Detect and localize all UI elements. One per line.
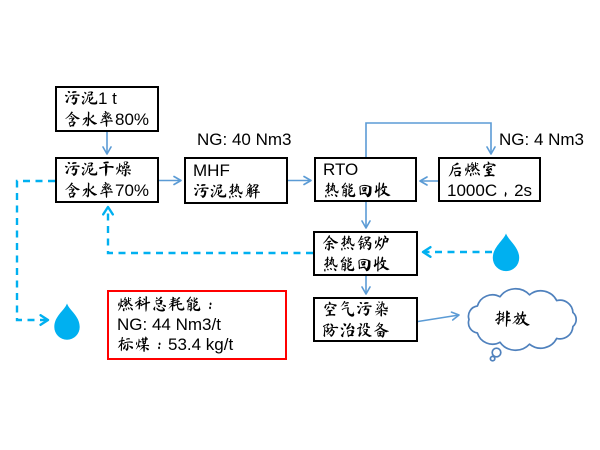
box-rto-line1: RTO: [323, 159, 359, 179]
box-mhf-pyrolysis-line1: MHF: [193, 160, 230, 180]
box-sludge-input: 污泥1 t 含水率80%: [55, 86, 159, 132]
cloud-tail-bubble-large: [491, 347, 502, 358]
fuel-summary-ng: NG: 44 Nm3/t: [117, 315, 221, 334]
box-air-pollution-control: 空气污染 防治设备: [313, 297, 418, 342]
box-afterburner-line2: 1000C，2s: [447, 180, 533, 200]
box-waste-heat-boiler-line1: 余热锅炉: [322, 233, 390, 253]
fuel-summary-coal: 标煤：53.4 kg/t: [117, 335, 234, 354]
dashed-drying-to-water: [15, 179, 55, 326]
box-rto: RTO 热能回收: [314, 157, 417, 202]
box-afterburner-line1: 后燃室: [447, 159, 498, 179]
box-sludge-drying-line2: 含水率70%: [64, 181, 150, 200]
cloud-tail-bubble-small: [489, 355, 496, 362]
ng-label-mhf: NG: 40 Nm3: [197, 130, 292, 149]
box-waste-heat-boiler-line2: 热能回收: [322, 254, 390, 274]
emission-cloud-label: 排放: [494, 309, 530, 329]
box-rto-line2: 热能回收: [323, 180, 391, 200]
box-sludge-drying: 污泥干燥 含水率70%: [55, 157, 159, 203]
dashed-boiler-to-drying: [102, 205, 313, 255]
connector-apc-to-emission: [417, 311, 460, 323]
box-waste-heat-boiler: 余热锅炉 热能回收: [313, 231, 418, 276]
emission-cloud: [467, 287, 577, 362]
box-sludge-drying-line1: 污泥干燥: [64, 160, 132, 179]
connector-rto-to-afterburner: [365, 122, 496, 157]
fuel-summary-title: 燃料总耗能：: [117, 295, 219, 314]
box-mhf-pyrolysis: MHF 污泥热解: [184, 157, 288, 204]
ng-label-afterburner: NG: 4 Nm3: [499, 130, 585, 149]
box-afterburner: 后燃室 1000C，2s: [438, 157, 541, 202]
box-sludge-input-line1: 污泥1 t: [64, 89, 117, 108]
water-drop-left-icon: [54, 303, 80, 340]
fuel-summary-box: 燃料总耗能： NG: 44 Nm3/t 标煤：53.4 kg/t: [107, 290, 287, 360]
box-air-pollution-control-line1: 空气污染: [322, 299, 390, 319]
box-mhf-pyrolysis-line2: 污泥热解: [193, 181, 261, 201]
box-air-pollution-control-line2: 防治设备: [322, 320, 390, 340]
box-sludge-input-line2: 含水率80%: [64, 110, 150, 129]
cloud-shape: [467, 287, 577, 352]
water-drop-right-icon: [492, 233, 520, 272]
